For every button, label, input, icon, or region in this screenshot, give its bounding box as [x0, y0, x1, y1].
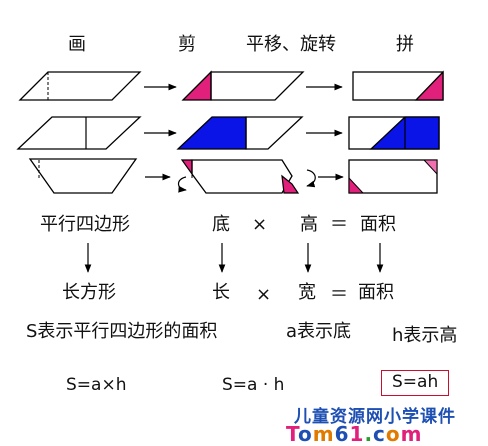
- equals-sign-2: ＝: [330, 284, 348, 305]
- watermark-letter: m: [312, 422, 335, 446]
- watermark: 儿童资源网小学课件 Tom61.com: [286, 402, 486, 446]
- label-height: 高: [300, 214, 318, 235]
- label-length: 长: [212, 282, 230, 303]
- label-rectangle: 长方形: [62, 282, 116, 303]
- header-cut: 剪: [178, 34, 196, 55]
- watermark-letter: 6: [334, 422, 350, 446]
- formula-2: S=a · h: [222, 375, 285, 395]
- cut-rest-2: [245, 116, 304, 150]
- joined-piece-pink-1: [414, 70, 444, 101]
- header-draw: 画: [68, 34, 86, 55]
- watermark-en: Tom61.com: [286, 422, 423, 446]
- cut-piece-pink-1: [181, 70, 212, 101]
- row1-shapes: [18, 70, 444, 101]
- cut-piece-blue-2: [176, 116, 247, 150]
- watermark-letter: 1: [349, 422, 365, 446]
- parallelogram-draw-3: [28, 158, 138, 194]
- parallelogram-draw-2: [16, 116, 142, 150]
- formula-3: S=ah: [392, 372, 439, 392]
- row3-shapes: [28, 158, 438, 194]
- label-base: 底: [212, 214, 230, 235]
- cut-rest-3: [191, 159, 293, 194]
- watermark-letter: T: [286, 422, 298, 446]
- header-move-rotate: 平移、旋转: [246, 34, 336, 55]
- formula-1: S=a×h: [66, 375, 127, 395]
- label-area-1: 面积: [360, 214, 396, 235]
- cut-piece-pink-3a: [180, 159, 193, 176]
- formula-3-box: [381, 370, 449, 396]
- cut-rest-1: [210, 71, 305, 101]
- header-join: 拼: [396, 34, 414, 55]
- rotate-arrow-left: [177, 176, 187, 193]
- parallelogram-draw-1: [18, 71, 142, 101]
- watermark-letter: .: [364, 422, 374, 446]
- watermark-letter: m: [400, 422, 423, 446]
- equals-sign-1: ＝: [330, 214, 348, 235]
- watermark-letter: o: [385, 422, 401, 446]
- times-sign-1: ×: [252, 214, 268, 235]
- cut-piece-pink-3b: [281, 174, 300, 194]
- legend-s-area: S表示平行四边形的面积: [26, 321, 218, 342]
- label-width: 宽: [298, 282, 316, 303]
- legend-a-base: a表示底: [286, 321, 352, 342]
- times-sign-2: ×: [256, 284, 272, 305]
- joined-piece-pink-3a: [348, 176, 365, 194]
- label-parallelogram: 平行四边形: [40, 214, 130, 235]
- label-area-2: 面积: [358, 282, 394, 303]
- watermark-letter: o: [298, 422, 313, 446]
- rotate-arrow-right: [306, 169, 316, 188]
- legend-h-height: h表示高: [392, 325, 458, 346]
- rect-result-3: [348, 159, 438, 194]
- joined-piece-pink-3b: [422, 159, 438, 176]
- row2-shapes: [16, 116, 440, 150]
- watermark-letter: c: [373, 422, 386, 446]
- watermark-cn: 儿童资源网小学课件: [294, 407, 456, 427]
- watermark-en-text: Tom61.com: [286, 422, 423, 446]
